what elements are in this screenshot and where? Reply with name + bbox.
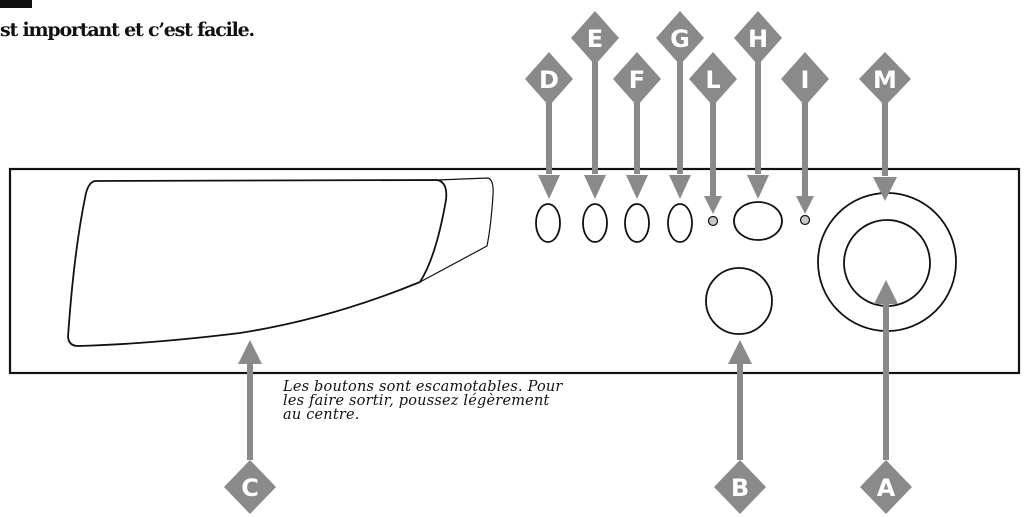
callout-d: D [525,52,573,106]
callout-m-diamond [859,52,911,106]
indicator-l [707,215,719,227]
arrowhead-d [538,175,560,199]
callout-c-diamond [224,460,276,514]
callout-l-letter: L [705,66,720,94]
callout-l-diamond [689,52,737,106]
arrowhead-l [704,196,722,214]
callout-i: I [781,52,829,106]
note-line-2: les faire sortir, poussez légèrement [283,393,550,409]
button-f[interactable] [624,203,650,243]
callout-m-letter: M [873,66,897,94]
device-body [8,167,1021,375]
callout-a-letter: A [877,474,896,502]
callout-d-letter: D [539,66,559,94]
callout-h-diamond [734,11,782,65]
callout-f: F [613,52,661,106]
callout-g-letter: G [670,25,690,53]
button-b[interactable] [705,267,773,335]
retractable-buttons-note: Les boutons sont escamotables. Pour les … [283,379,713,423]
arrowhead-i [796,196,814,214]
callout-d-diamond [525,52,573,106]
callout-g-diamond [656,11,704,65]
arrowhead-c [238,340,262,364]
display-flap-edge [419,177,494,283]
button-e[interactable] [582,203,608,243]
callout-e-letter: E [587,25,603,53]
note-line-1: Les boutons sont escamotables. Pour [283,379,563,395]
arrowhead-g [669,175,691,199]
button-d[interactable] [535,203,561,243]
arrowhead-b [728,340,752,364]
callout-b: B [714,460,766,514]
callout-f-diamond [613,52,661,106]
arrowhead-a [874,280,898,304]
display-window [67,179,448,347]
callout-e: E [571,11,619,65]
callout-g: G [656,11,704,65]
callout-b-letter: B [731,474,749,502]
callout-m: M [859,52,911,106]
bottom-leaders [247,302,889,460]
callout-a-diamond [860,460,912,514]
note-line-3: au centre. [283,407,360,423]
header-text: st important et c’est facile. [0,19,255,41]
callout-h-letter: H [748,25,768,53]
callout-h: H [734,11,782,65]
top-arrowheads [538,175,897,214]
button-h[interactable] [733,201,783,241]
callout-l: L [689,52,737,106]
callout-f-letter: F [629,66,645,94]
button-g[interactable] [667,203,693,243]
header-rule [0,0,32,8]
callout-a: A [860,460,912,514]
callout-b-diamond [714,460,766,514]
callout-i-diamond [781,52,829,106]
arrowhead-e [584,175,606,199]
bottom-arrowheads [238,280,898,364]
callout-e-diamond [571,11,619,65]
arrowhead-h [747,175,769,199]
indicator-i [799,214,811,226]
arrowhead-f [626,175,648,199]
callout-i-letter: I [801,66,810,94]
callout-c: C [224,460,276,514]
arrowhead-m [873,177,897,201]
callout-c-letter: C [241,474,259,502]
